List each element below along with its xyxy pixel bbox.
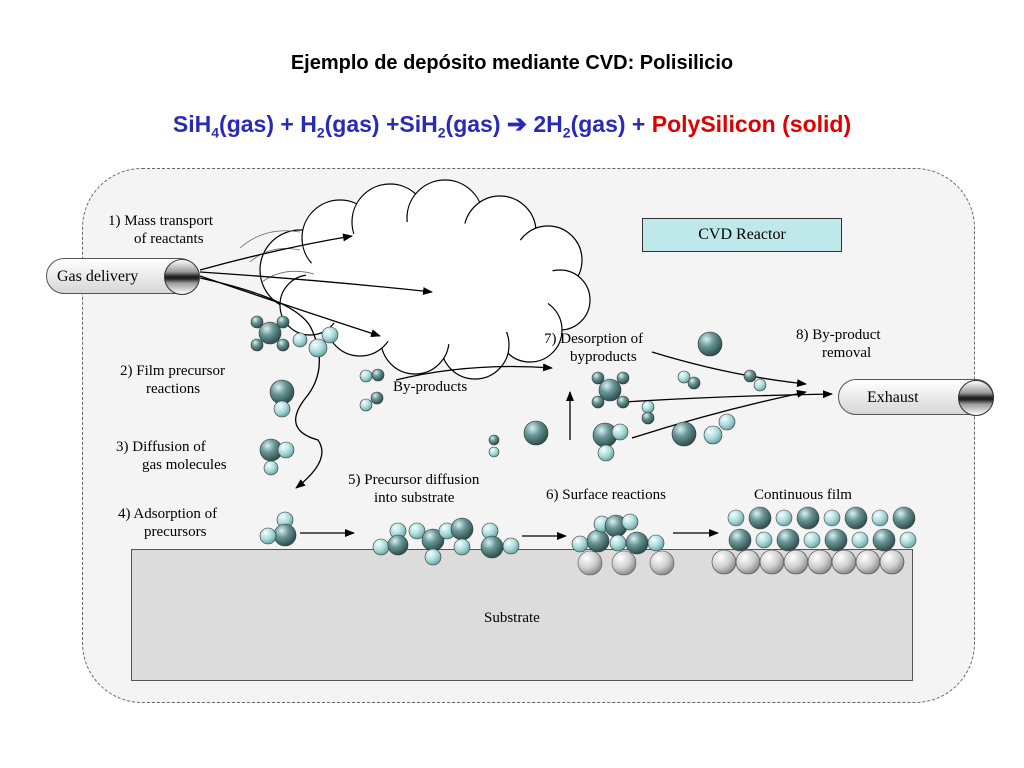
eq-gas1: (gas) + H <box>219 111 317 137</box>
label-desorption-line2: byproducts <box>570 349 637 365</box>
film-substrate-atom <box>783 549 809 575</box>
label-continuous-film: Continuous film <box>754 487 852 503</box>
desorption-molecules <box>591 331 767 462</box>
film-substrate-atom <box>711 549 737 575</box>
label-precursor-diffusion-line1: 5) Precursor diffusion <box>348 472 480 488</box>
label-substrate: Substrate <box>484 610 540 626</box>
label-precursor-diffusion: 5) Precursor diffusion into substrate <box>348 471 479 507</box>
mass-transport-arrows <box>199 233 833 540</box>
continuous-film <box>711 506 917 575</box>
gas-cloud <box>259 179 591 380</box>
label-byproduct-removal: 8) By-product removal <box>796 326 881 362</box>
exhaust-label: Exhaust <box>867 389 919 406</box>
film-substrate-atom <box>879 549 905 575</box>
film-layer-atom <box>824 528 848 552</box>
label-desorption: 7) Desorption of byproducts <box>544 330 643 366</box>
label-surface-reactions: 6) Surface reactions <box>546 487 666 503</box>
slide-title: Ejemplo de depósito mediante CVD: Polisi… <box>290 52 734 74</box>
label-adsorption: 4) Adsorption of precursors <box>118 505 217 541</box>
film-layer-atom <box>796 506 820 530</box>
label-diffusion-line1: 3) Diffusion of <box>116 439 206 455</box>
eq-arrow-icon: ➔ <box>506 111 527 138</box>
eq-h2: 2H <box>526 111 563 137</box>
eq-sih: SiH <box>172 111 212 137</box>
gas-delivery-label: Gas delivery <box>57 268 139 285</box>
film-layer-atom <box>803 531 821 549</box>
label-adsorption-line1: 4) Adsorption of <box>118 506 218 522</box>
film-layer-atom <box>844 506 868 530</box>
label-byproducts: By-products <box>393 379 468 395</box>
film-layer-atom <box>728 528 752 552</box>
cvd-reactor-box: CVD Reactor <box>642 218 842 252</box>
film-layer-atom <box>823 509 841 527</box>
film-substrate-atom <box>735 549 761 575</box>
substrate-block <box>131 549 913 681</box>
cloud-inner-lines <box>239 230 315 283</box>
film-layer-atom <box>755 531 773 549</box>
film-layer-atom <box>775 509 793 527</box>
label-diffusion-line2: gas molecules <box>142 457 227 473</box>
eq-sub-2b: 2 <box>437 124 446 141</box>
film-layer-atom <box>899 531 917 549</box>
film-layer-atom <box>871 509 889 527</box>
label-film-precursor-line2: reactions <box>146 381 201 397</box>
label-byproduct-removal-line1: 8) By-product <box>796 327 881 343</box>
label-mass-transport-line1: 1) Mass transport <box>108 213 213 229</box>
film-layer-atom <box>776 528 800 552</box>
film-layer-atom <box>872 528 896 552</box>
eq-sub-4: 4 <box>211 124 220 141</box>
film-layer-atom <box>727 509 745 527</box>
film-layer-atom <box>851 531 869 549</box>
film-substrate-atom <box>855 549 881 575</box>
film-substrate-atom <box>759 549 785 575</box>
label-byproduct-removal-line2: removal <box>822 345 872 361</box>
label-mass-transport: 1) Mass transport of reactants <box>108 212 213 248</box>
label-diffusion: 3) Diffusion of gas molecules <box>116 438 227 474</box>
label-mass-transport-line2: of reactants <box>134 231 204 247</box>
precursor-diffusion-molecules <box>372 517 520 566</box>
label-film-precursor: 2) Film precursor reactions <box>120 362 225 398</box>
eq-gas3: (gas) <box>445 111 507 137</box>
eq-gas2: (gas) +SiH <box>324 111 438 137</box>
film-substrate-atom <box>807 549 833 575</box>
molecule-cluster-step2 <box>250 315 339 547</box>
film-layer-atom <box>892 506 916 530</box>
surface-reaction-molecules <box>571 513 675 576</box>
eq-sub-2c: 2 <box>562 124 571 141</box>
gas-delivery-cap-icon <box>164 259 200 295</box>
label-adsorption-line2: precursors <box>144 524 207 540</box>
exhaust-cap-icon <box>958 380 994 416</box>
reaction-equation: SiH4(gas) + H2(gas) +SiH2(gas) ➔ 2H2(gas… <box>0 110 1024 141</box>
eq-gas4: (gas) + <box>570 111 652 137</box>
film-layer-atom <box>748 506 772 530</box>
film-substrate-atom <box>831 549 857 575</box>
label-desorption-line1: 7) Desorption of <box>544 331 644 347</box>
eq-product: PolySilicon (solid) <box>651 111 852 137</box>
label-precursor-diffusion-line2: into substrate <box>374 490 455 506</box>
eq-sub-2a: 2 <box>316 124 325 141</box>
byproduct-molecules <box>359 368 549 458</box>
label-film-precursor-line1: 2) Film precursor <box>120 363 225 379</box>
